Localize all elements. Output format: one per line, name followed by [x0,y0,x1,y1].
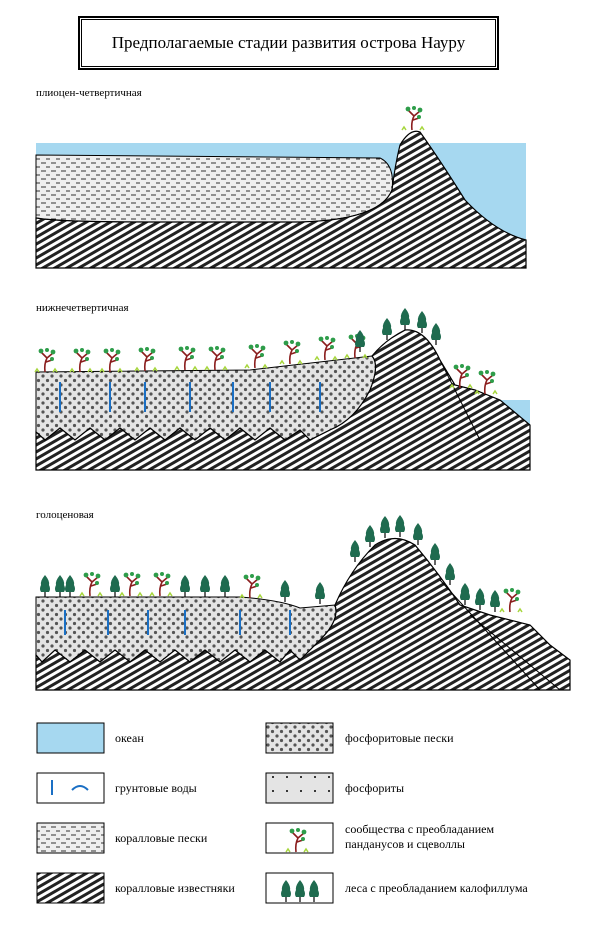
coral-limestone [35,537,571,691]
page-title: Предполагаемые стадии развития острова Н… [111,33,466,52]
stage-label-lower-quaternary: нижнечетвертичная [36,302,129,314]
legend-swatch-coral-limestone [36,872,105,904]
coral-limestone [35,329,531,471]
section-holocene [35,514,571,691]
legend-swatch-ocean [36,722,105,754]
legend-swatch-pandanus [265,822,334,854]
stage-label-pliocene: плиоцен-четвертичная [36,87,142,99]
legend-label-phosphorite-sands: фосфоритовые пески [345,731,454,745]
section-lower-quaternary [34,307,531,471]
stage-label-holocene: голоценовая [36,509,94,521]
groundwater-arrows [59,382,321,412]
legend-label-groundwater: грунтовые воды [115,781,197,795]
legend-label-pandanus: сообщества с преобладанием панданусов и … [345,822,495,851]
groundwater-arrows [64,610,291,635]
legend-label-phosphorites: фосфориты [345,781,405,795]
section-pliocene [35,105,527,269]
coral-limestone [35,130,527,269]
legend-label-ocean: океан [115,731,144,745]
legend-swatch-coral-sands [36,822,105,854]
legend-label-coral-sands: коралловые пески [115,831,208,845]
legend-swatch-phosphorite-sands [265,722,334,754]
title-box: Предполагаемые стадии развития острова Н… [79,17,498,69]
legend-swatch-phosphorites [265,772,334,804]
legend-label-coral-limestone: коралловые известняки [115,881,235,895]
legend-swatch-groundwater [36,772,105,804]
legend [36,722,334,904]
legend-label-forest: леса с преобладанием калофиллума [345,881,528,895]
